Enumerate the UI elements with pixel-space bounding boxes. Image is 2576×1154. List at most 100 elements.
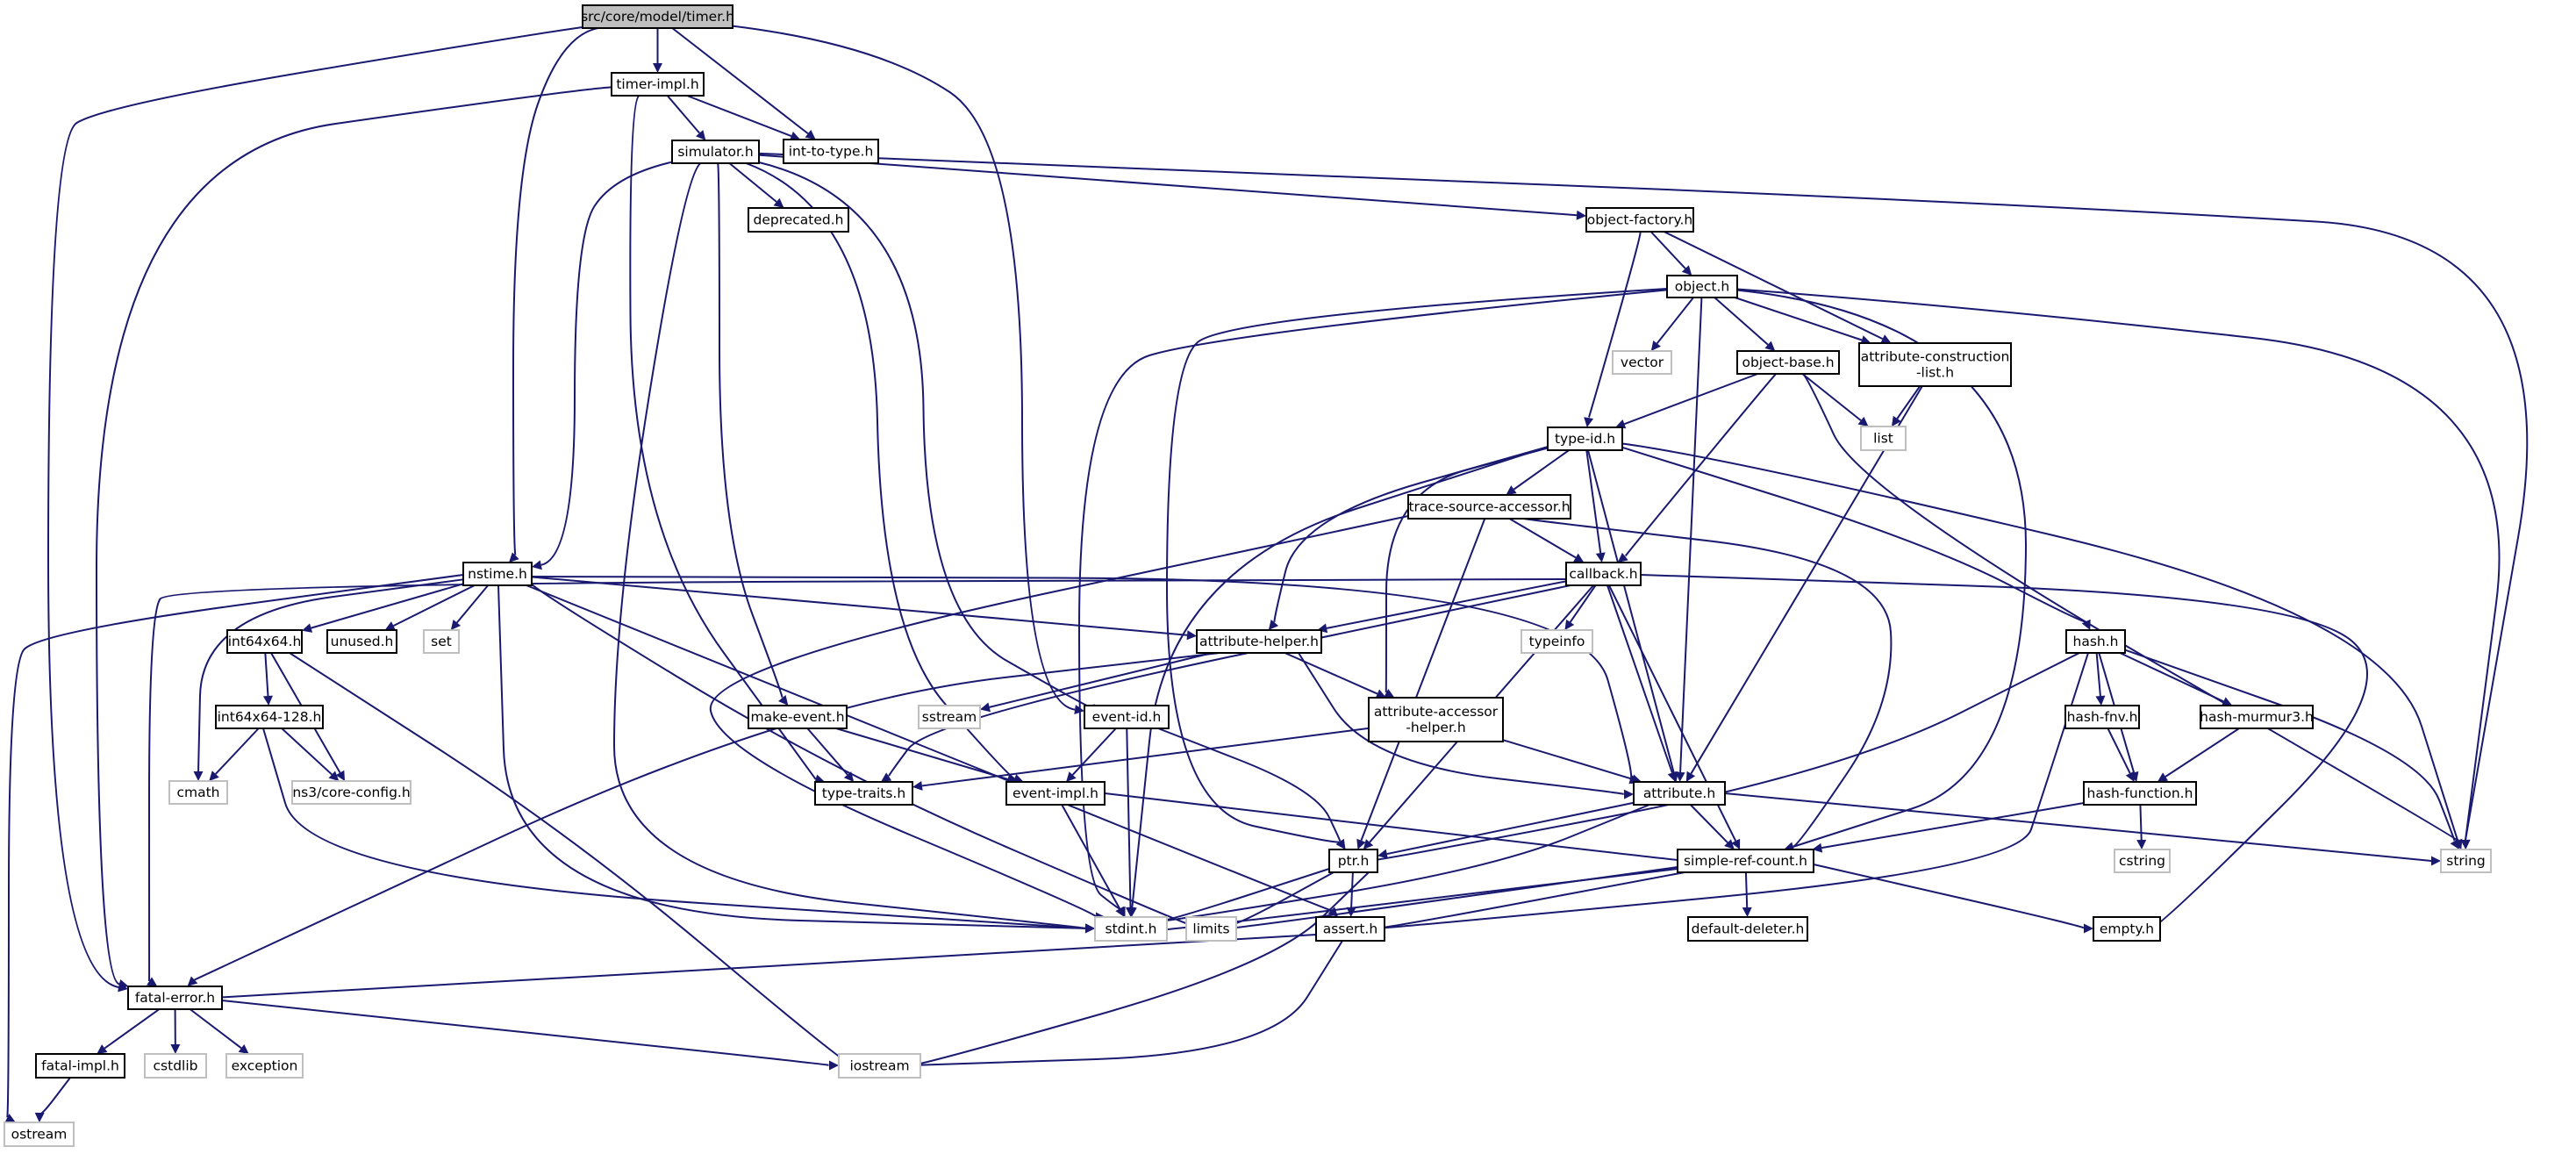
node-label: empty.h bbox=[2100, 921, 2154, 937]
node-callback-h[interactable]: callback.h bbox=[1565, 562, 1642, 586]
node-simple-ref-count-h[interactable]: simple-ref-count.h bbox=[1677, 849, 1814, 873]
edge-hash_h-to-hash_murmur3_h bbox=[2119, 652, 2233, 706]
node-label: sstream bbox=[922, 709, 977, 725]
node-fatal-error-h[interactable]: fatal-error.h bbox=[127, 986, 223, 1010]
node-object-base-h[interactable]: object-base.h bbox=[1736, 350, 1840, 375]
node-event-impl-h[interactable]: event-impl.h bbox=[1005, 781, 1106, 806]
edge-line bbox=[1156, 804, 1650, 922]
edge-event_id_h-to-event_impl_h bbox=[1066, 728, 1117, 782]
edge-line bbox=[728, 162, 777, 203]
node-label: type-traits.h bbox=[822, 785, 905, 801]
edge-line bbox=[745, 162, 1015, 780]
node-assert-h[interactable]: assert.h bbox=[1315, 916, 1385, 942]
edge-line bbox=[1724, 792, 2433, 862]
node-unused-h[interactable]: unused.h bbox=[326, 629, 397, 654]
node-label: deprecated.h bbox=[753, 212, 843, 228]
node-trace-source-accessor-h[interactable]: trace-source-accessor.h bbox=[1407, 494, 1571, 520]
node-hash-murmur3-h[interactable]: hash-murmur3.h bbox=[2200, 705, 2314, 729]
edge-line bbox=[989, 652, 1213, 708]
node-box bbox=[2200, 705, 2314, 729]
node-empty-h[interactable]: empty.h bbox=[2093, 916, 2161, 942]
edge-line bbox=[1640, 574, 2368, 930]
edge-line bbox=[1502, 739, 1633, 780]
node-label: hash-fnv.h bbox=[2067, 709, 2138, 725]
edge-assert_h-to-iostream bbox=[910, 940, 1343, 1071]
edge-int64x64_128_h-to-ns3_core_config_h bbox=[281, 728, 340, 781]
node-timer-h[interactable]: src/core/model/timer.h bbox=[581, 4, 734, 29]
node-nstime-h[interactable]: nstime.h bbox=[462, 562, 533, 586]
edge-line bbox=[1744, 871, 1749, 908]
edge-line bbox=[281, 728, 333, 776]
node-int64x64-128-h[interactable]: int64x64-128.h bbox=[215, 705, 324, 729]
edge-arrowhead bbox=[1576, 210, 1586, 220]
edge-fatal_error_h-to-fatal_impl_h bbox=[97, 1008, 160, 1054]
node-typeinfo: typeinfo bbox=[1521, 629, 1593, 654]
edge-arrowhead bbox=[912, 780, 923, 791]
node-timer-impl-h[interactable]: timer-impl.h bbox=[611, 72, 705, 97]
node-box bbox=[1196, 629, 1322, 654]
edge-arrowhead bbox=[450, 620, 462, 630]
edge-line bbox=[1624, 373, 1777, 558]
edge-line bbox=[264, 652, 269, 697]
node-label: simulator.h bbox=[677, 144, 753, 160]
node-box bbox=[326, 629, 397, 654]
edge-timer_impl_h-to-type_traits_h bbox=[629, 95, 826, 785]
edge-attribute_helper_h-to-attribute_h bbox=[1298, 652, 1634, 799]
node-box bbox=[1565, 562, 1642, 586]
node-fatal-impl-h[interactable]: fatal-impl.h bbox=[35, 1053, 125, 1079]
node-box bbox=[1315, 916, 1385, 942]
node-type-traits-h[interactable]: type-traits.h bbox=[814, 781, 913, 806]
edge-line bbox=[1586, 449, 1675, 773]
edge-callback_h-to-attribute_h bbox=[1606, 584, 1678, 782]
edge-line bbox=[104, 1008, 160, 1050]
edge-hash_function_h-to-cstring bbox=[2136, 804, 2147, 849]
node-label: ptr.h bbox=[1338, 853, 1370, 869]
node-label: attribute-construction bbox=[1861, 349, 2010, 365]
edge-timer_impl_h-to-int_to_type_h bbox=[686, 95, 801, 141]
edge-line bbox=[221, 1000, 831, 1066]
node-object-h[interactable]: object.h bbox=[1666, 275, 1738, 298]
node-ptr-h[interactable]: ptr.h bbox=[1328, 849, 1378, 873]
edge-simulator_h-to-nstime_h bbox=[532, 161, 673, 570]
edge-simulator_h-to-make_event_h bbox=[717, 162, 789, 706]
edge-attribute_h-to-ptr_h bbox=[1377, 801, 1635, 859]
node-int64x64-h[interactable]: int64x64.h bbox=[226, 629, 303, 654]
node-make-event-h[interactable]: make-event.h bbox=[748, 705, 848, 729]
node-object-factory-h[interactable]: object-factory.h bbox=[1585, 207, 1694, 233]
edge-arrowhead bbox=[843, 771, 855, 782]
node-box bbox=[2083, 781, 2197, 806]
edge-attribute_construction_list_h-to-list bbox=[1891, 385, 1921, 426]
node-type-id-h[interactable]: type-id.h bbox=[1547, 426, 1623, 451]
node-label: fatal-error.h bbox=[135, 990, 215, 1006]
node-attribute-helper-h[interactable]: attribute-helper.h bbox=[1196, 629, 1322, 654]
node-event-id-h[interactable]: event-id.h bbox=[1084, 705, 1170, 729]
edge-line bbox=[1679, 297, 1703, 773]
node-attribute-accessor-helper-h[interactable]: attribute-accessor-helper.h bbox=[1368, 697, 1504, 742]
node-hash-fnv-h[interactable]: hash-fnv.h bbox=[2064, 705, 2140, 729]
edge-arrowhead bbox=[1731, 838, 1741, 849]
edge-int64x64_h-to-int64x64_128_h bbox=[262, 652, 273, 706]
node-hash-h[interactable]: hash.h bbox=[2065, 629, 2126, 654]
node-default-deleter-h[interactable]: default-deleter.h bbox=[1687, 916, 1808, 942]
node-box bbox=[1368, 697, 1504, 742]
node-simulator-h[interactable]: simulator.h bbox=[671, 140, 760, 164]
node-attribute-h[interactable]: attribute.h bbox=[1633, 781, 1726, 806]
edge-line bbox=[1801, 373, 1862, 421]
node-box bbox=[1858, 342, 2012, 387]
node-int-to-type-h[interactable]: int-to-type.h bbox=[783, 139, 879, 164]
edge-arrowhead bbox=[328, 771, 340, 781]
node-hash-function-h[interactable]: hash-function.h bbox=[2083, 781, 2197, 806]
edge-object_h-to-attribute_construction_list_h bbox=[1734, 297, 1871, 345]
node-box bbox=[1860, 426, 1907, 451]
edge-line bbox=[1071, 728, 1117, 776]
edge-arrowhead bbox=[1066, 771, 1077, 782]
edge-line bbox=[497, 584, 1087, 929]
edge-arrowhead bbox=[1186, 630, 1197, 641]
node-attribute-construction-list-h[interactable]: attribute-construction-list.h bbox=[1858, 342, 2012, 387]
node-deprecated-h[interactable]: deprecated.h bbox=[748, 207, 849, 233]
edge-line bbox=[1736, 288, 2501, 841]
node-label: assert.h bbox=[1323, 921, 1377, 937]
edge-event_id_h-to-stdint_h bbox=[1125, 728, 1135, 917]
edge-arrowhead bbox=[1675, 771, 1685, 782]
